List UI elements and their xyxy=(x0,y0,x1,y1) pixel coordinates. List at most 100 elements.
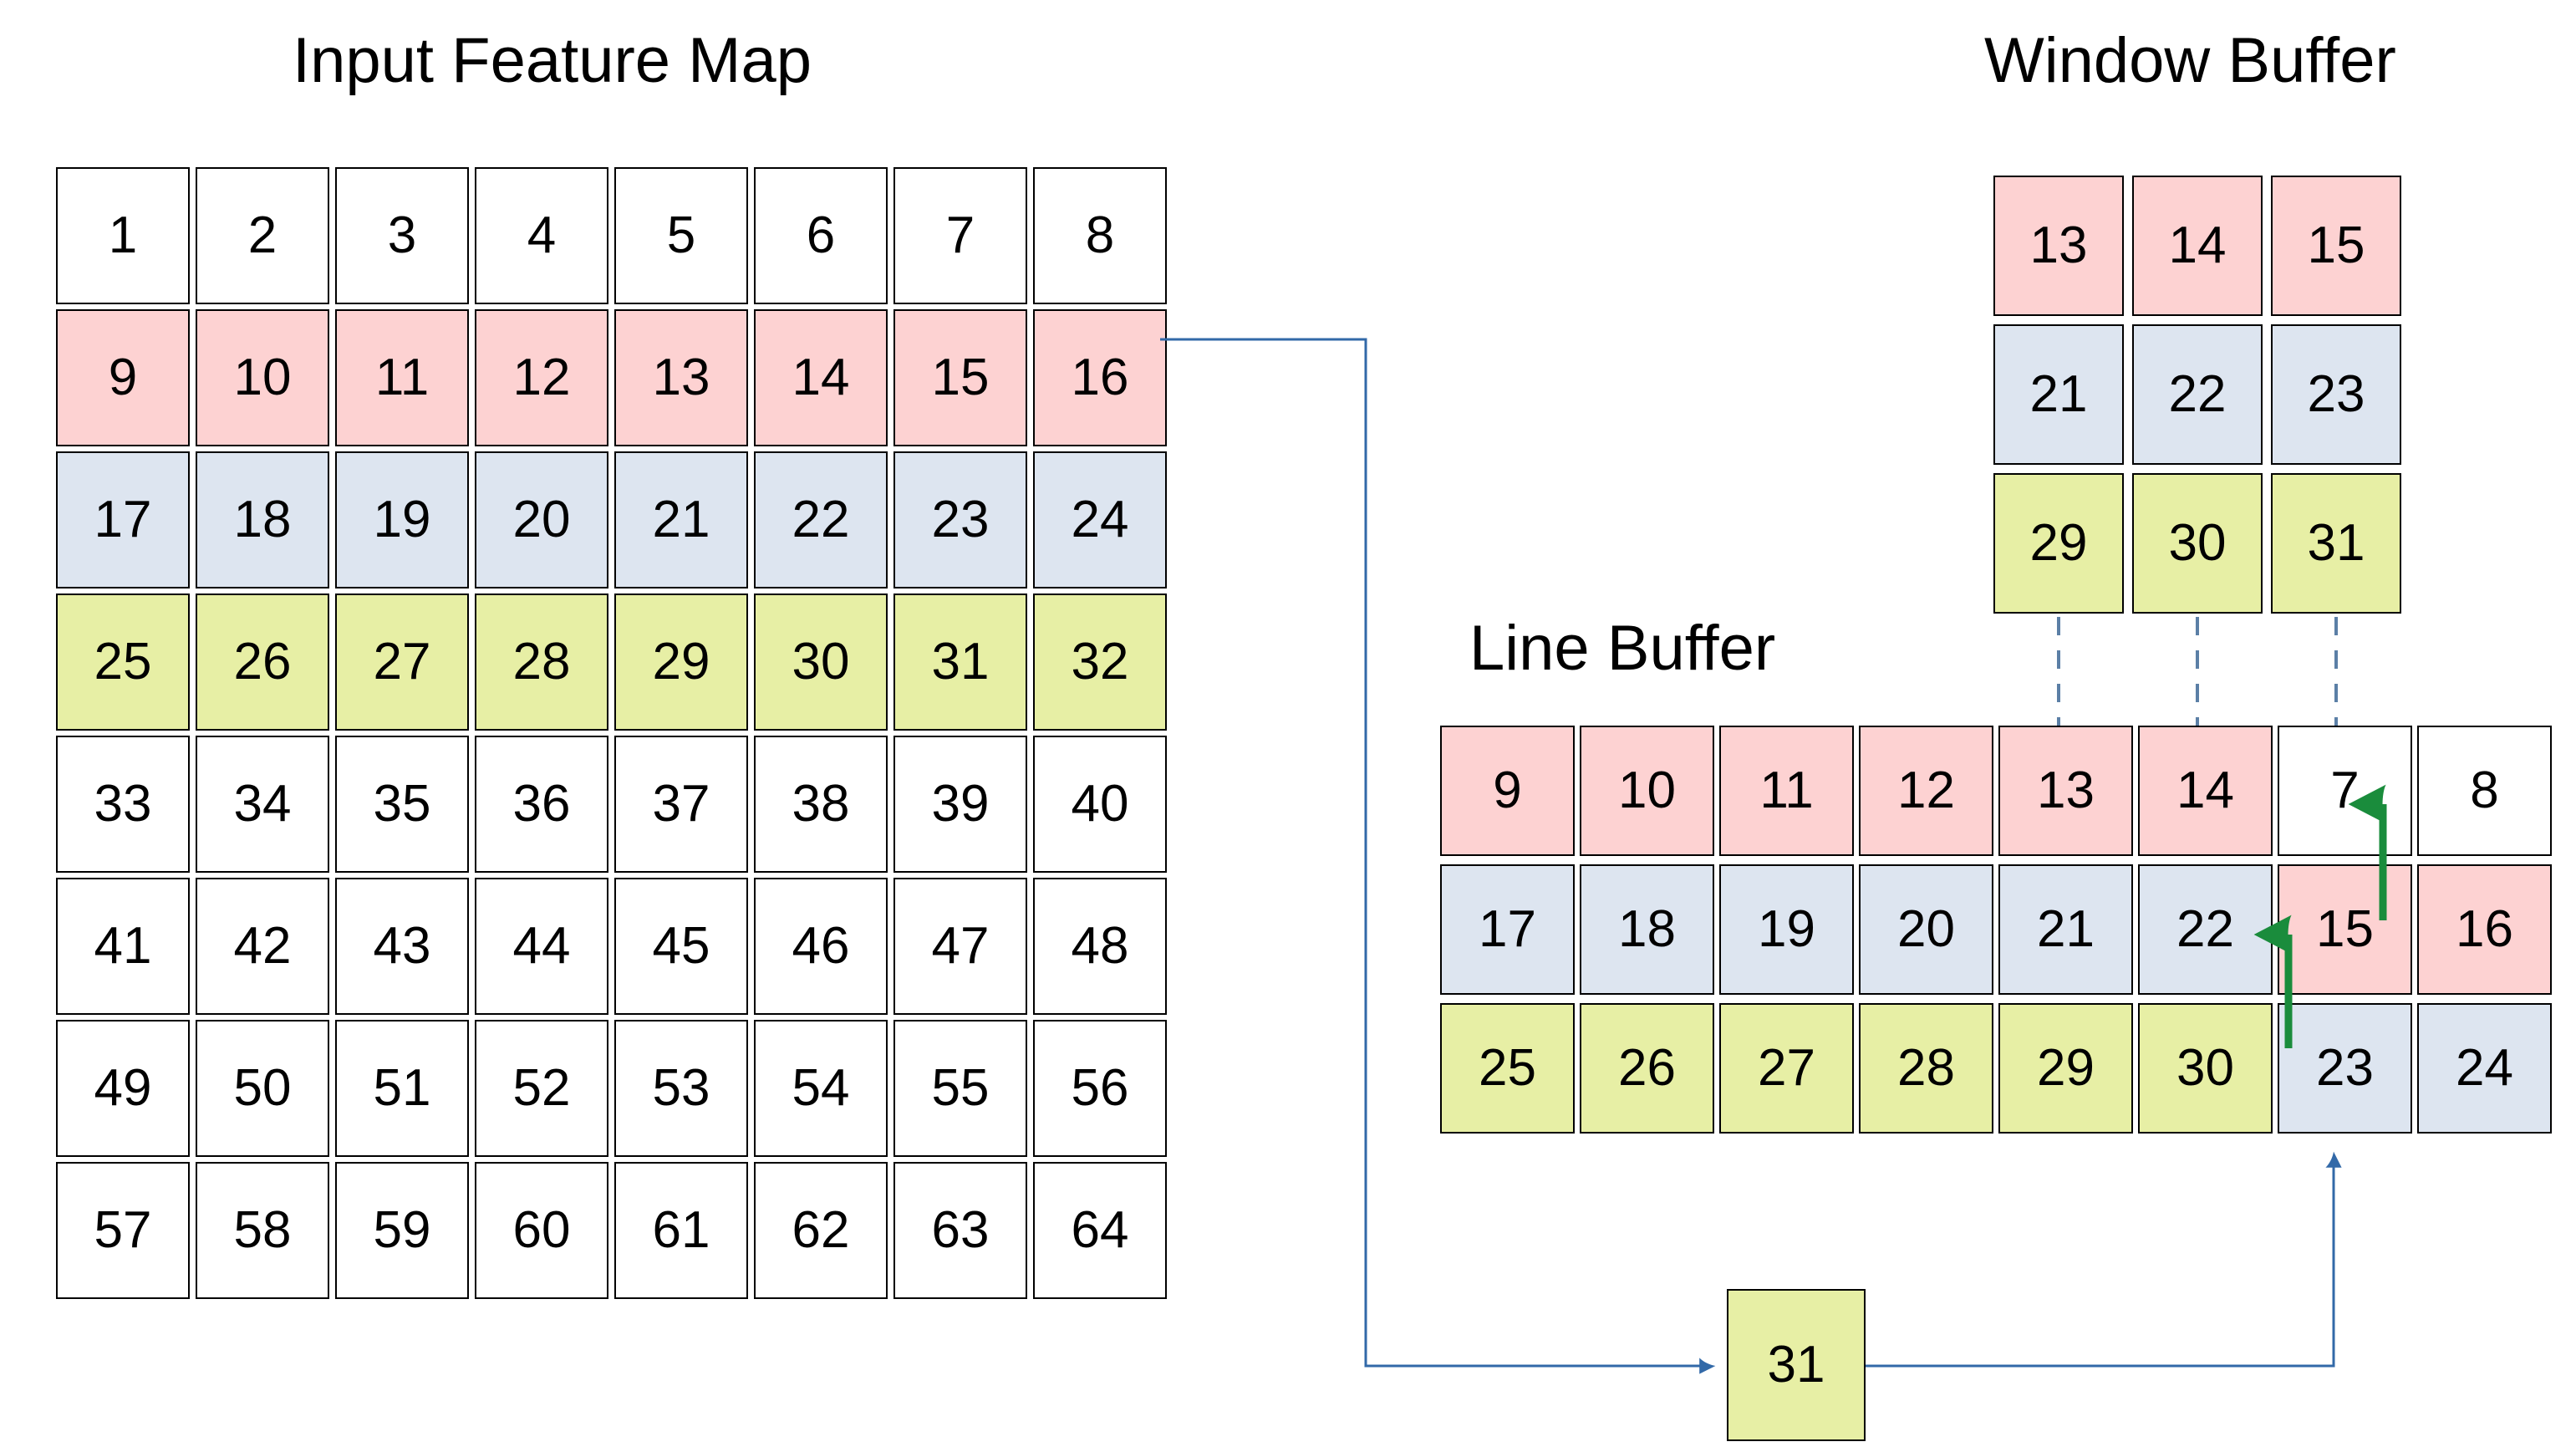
window-buffer-cell: 14 xyxy=(2132,176,2263,316)
window-buffer-cell: 30 xyxy=(2132,473,2263,614)
input-feature-map-cell: 40 xyxy=(1033,736,1167,873)
input-feature-map-cell: 52 xyxy=(475,1020,608,1157)
input-feature-map-cell: 28 xyxy=(475,594,608,731)
window-buffer-cell: 13 xyxy=(1993,176,2124,316)
input-feature-map-cell: 30 xyxy=(754,594,888,731)
input-feature-map-cell: 64 xyxy=(1033,1162,1167,1299)
input-feature-map-cell: 13 xyxy=(614,309,748,446)
input-feature-map-cell: 2 xyxy=(196,167,329,304)
input-feature-map-cell: 39 xyxy=(893,736,1027,873)
input-feature-map-cell: 57 xyxy=(56,1162,190,1299)
input-feature-map-cell: 53 xyxy=(614,1020,748,1157)
line-buffer-cell: 7 xyxy=(2278,726,2412,856)
line-buffer-cell: 9 xyxy=(1440,726,1575,856)
incoming-pixel-cell: 31 xyxy=(1727,1289,1866,1441)
line-buffer-cell: 16 xyxy=(2417,864,2552,995)
line-buffer-cell: 22 xyxy=(2138,864,2273,995)
window-buffer-cell: 29 xyxy=(1993,473,2124,614)
line-buffer-cell: 23 xyxy=(2278,1003,2412,1134)
input-feature-map-cell: 10 xyxy=(196,309,329,446)
input-feature-map-cell: 59 xyxy=(335,1162,469,1299)
input-feature-map-cell: 16 xyxy=(1033,309,1167,446)
input-feature-map-cell: 24 xyxy=(1033,451,1167,588)
line-buffer-cell: 15 xyxy=(2278,864,2412,995)
input-feature-map-cell: 25 xyxy=(56,594,190,731)
input-feature-map-cell: 14 xyxy=(754,309,888,446)
input-feature-map-cell: 11 xyxy=(335,309,469,446)
line-buffer-cell: 11 xyxy=(1719,726,1854,856)
input-feature-map-cell: 50 xyxy=(196,1020,329,1157)
line-buffer-cell: 27 xyxy=(1719,1003,1854,1134)
window-buffer-cell: 22 xyxy=(2132,324,2263,465)
line-buffer-cell: 12 xyxy=(1859,726,1993,856)
input-feature-map-cell: 15 xyxy=(893,309,1027,446)
window-buffer-title: Window Buffer xyxy=(1984,25,2396,96)
input-feature-map-cell: 44 xyxy=(475,878,608,1015)
input-feature-map-title: Input Feature Map xyxy=(293,25,812,96)
input-feature-map-cell: 61 xyxy=(614,1162,748,1299)
input-feature-map-cell: 45 xyxy=(614,878,748,1015)
window-buffer-cell: 23 xyxy=(2271,324,2401,465)
input-feature-map-cell: 48 xyxy=(1033,878,1167,1015)
input-feature-map-cell: 47 xyxy=(893,878,1027,1015)
input-feature-map-cell: 38 xyxy=(754,736,888,873)
input-feature-map-cell: 4 xyxy=(475,167,608,304)
line-buffer-cell: 30 xyxy=(2138,1003,2273,1134)
input-feature-map-cell: 19 xyxy=(335,451,469,588)
input-feature-map-cell: 1 xyxy=(56,167,190,304)
input-feature-map-cell: 37 xyxy=(614,736,748,873)
line-buffer-cell: 20 xyxy=(1859,864,1993,995)
input-feature-map-cell: 33 xyxy=(56,736,190,873)
input-feature-map-cell: 31 xyxy=(893,594,1027,731)
input-feature-map-cell: 5 xyxy=(614,167,748,304)
input-feature-map-cell: 58 xyxy=(196,1162,329,1299)
input-feature-map-cell: 22 xyxy=(754,451,888,588)
input-feature-map-cell: 42 xyxy=(196,878,329,1015)
line-buffer-cell: 29 xyxy=(1998,1003,2133,1134)
input-feature-map-cell: 49 xyxy=(56,1020,190,1157)
input-feature-map-cell: 46 xyxy=(754,878,888,1015)
input-feature-map-cell: 18 xyxy=(196,451,329,588)
input-feature-map-cell: 55 xyxy=(893,1020,1027,1157)
input-feature-map-cell: 32 xyxy=(1033,594,1167,731)
input-feature-map-cell: 7 xyxy=(893,167,1027,304)
input-feature-map-cell: 3 xyxy=(335,167,469,304)
input-feature-map-cell: 43 xyxy=(335,878,469,1015)
input-feature-map-cell: 54 xyxy=(754,1020,888,1157)
input-feature-map-cell: 27 xyxy=(335,594,469,731)
line-buffer-cell: 24 xyxy=(2417,1003,2552,1134)
window-buffer-cell: 21 xyxy=(1993,324,2124,465)
input-feature-map-cell: 26 xyxy=(196,594,329,731)
line-buffer-cell: 25 xyxy=(1440,1003,1575,1134)
line-buffer-cell: 14 xyxy=(2138,726,2273,856)
window-buffer-cell: 31 xyxy=(2271,473,2401,614)
line-buffer-title: Line Buffer xyxy=(1469,613,1776,684)
input-feature-map-cell: 62 xyxy=(754,1162,888,1299)
input-feature-map-cell: 60 xyxy=(475,1162,608,1299)
input-feature-map-cell: 29 xyxy=(614,594,748,731)
input-feature-map-cell: 41 xyxy=(56,878,190,1015)
input-feature-map-cell: 8 xyxy=(1033,167,1167,304)
input-feature-map-cell: 17 xyxy=(56,451,190,588)
input-feature-map-cell: 35 xyxy=(335,736,469,873)
line-buffer-cell: 21 xyxy=(1998,864,2133,995)
incoming-pixel-to-line-buffer-connector xyxy=(1866,1151,2342,1368)
input-feature-map-cell: 63 xyxy=(893,1162,1027,1299)
input-feature-map-cell: 34 xyxy=(196,736,329,873)
line-buffer-cell: 8 xyxy=(2417,726,2552,856)
line-buffer-cell: 26 xyxy=(1580,1003,1714,1134)
input-feature-map-cell: 21 xyxy=(614,451,748,588)
line-buffer-cell: 13 xyxy=(1998,726,2133,856)
input-feature-map-cell: 20 xyxy=(475,451,608,588)
window-buffer-cell: 15 xyxy=(2271,176,2401,316)
line-buffer-cell: 28 xyxy=(1859,1003,1993,1134)
line-buffer-cell: 19 xyxy=(1719,864,1854,995)
input-feature-map-cell: 9 xyxy=(56,309,190,446)
input-feature-map-cell: 12 xyxy=(475,309,608,446)
input-feature-map-cell: 51 xyxy=(335,1020,469,1157)
line-buffer-cell: 18 xyxy=(1580,864,1714,995)
